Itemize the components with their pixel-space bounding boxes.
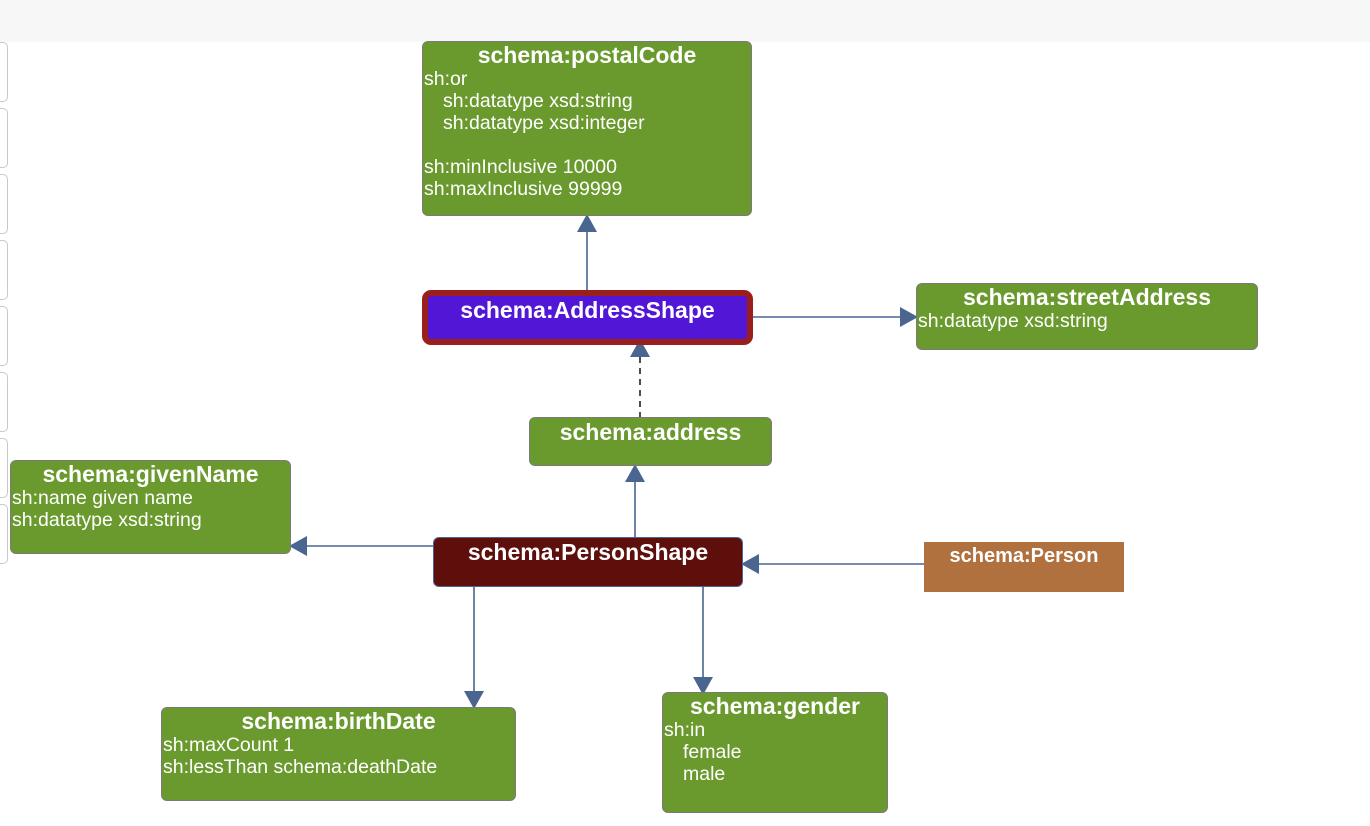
node-title: schema:streetAddress [962,284,1211,310]
arrowhead-gender [693,677,713,695]
constraint-line: sh:datatype xsd:string [918,310,1108,332]
arrowhead-postalcode [577,214,597,232]
constraint-line: sh:or [424,68,468,90]
side-tab[interactable] [0,42,8,102]
node-title: schema:birthDate [241,708,436,734]
node-street-address[interactable]: schema:streetAddress sh:datatype xsd:str… [916,283,1258,350]
node-birth-date[interactable]: schema:birthDate sh:maxCount 1 sh:lessTh… [161,707,516,801]
node-title: schema:PersonShape [467,539,709,565]
side-tab[interactable] [0,438,8,498]
arrowhead-addressshape [630,339,650,357]
node-postal-code[interactable]: schema:postalCode sh:or sh:datatype xsd:… [422,41,752,216]
node-person-class[interactable]: schema:Person [924,542,1124,592]
constraint-line: sh:datatype xsd:string [12,509,202,531]
side-tab[interactable] [0,504,8,564]
node-title: schema:postalCode [477,42,697,68]
arrowhead-streetaddress [900,307,918,327]
arrowhead-address [625,464,645,482]
side-tab[interactable] [0,372,8,432]
node-title: schema:givenName [42,461,259,487]
constraint-line: male [683,763,726,785]
left-side-tabs [0,42,10,826]
side-tab[interactable] [0,174,8,234]
node-address[interactable]: schema:address [529,417,772,466]
constraint-line: sh:maxInclusive 99999 [424,178,623,200]
constraint-line: sh:lessThan schema:deathDate [163,756,438,778]
node-title: schema:AddressShape [460,297,715,323]
node-person-shape[interactable]: schema:PersonShape [433,537,743,587]
arrowhead-givenname [289,536,307,556]
side-tab[interactable] [0,306,8,366]
arrowhead-personshape [741,554,759,574]
constraint-line: sh:name given name [12,487,194,509]
node-title: schema:gender [689,693,860,719]
node-given-name[interactable]: schema:givenName sh:name given name sh:d… [10,460,291,554]
constraint-line: sh:in [664,719,706,741]
constraint-line: sh:minInclusive 10000 [424,156,617,178]
node-gender[interactable]: schema:gender sh:in female male [662,692,888,813]
arrowhead-birthdate [464,691,484,709]
constraint-line: female [683,741,742,763]
node-title: schema:Person [949,545,1099,567]
node-title: schema:address [559,419,742,445]
top-toolbar [0,0,1370,42]
constraint-line: sh:datatype xsd:string [443,90,633,112]
constraint-line: sh:maxCount 1 [163,734,295,756]
side-tab[interactable] [0,108,8,168]
node-address-shape[interactable]: schema:AddressShape [422,290,753,345]
constraint-line: sh:datatype xsd:integer [443,112,645,134]
spacer [423,134,751,156]
side-tab[interactable] [0,240,8,300]
